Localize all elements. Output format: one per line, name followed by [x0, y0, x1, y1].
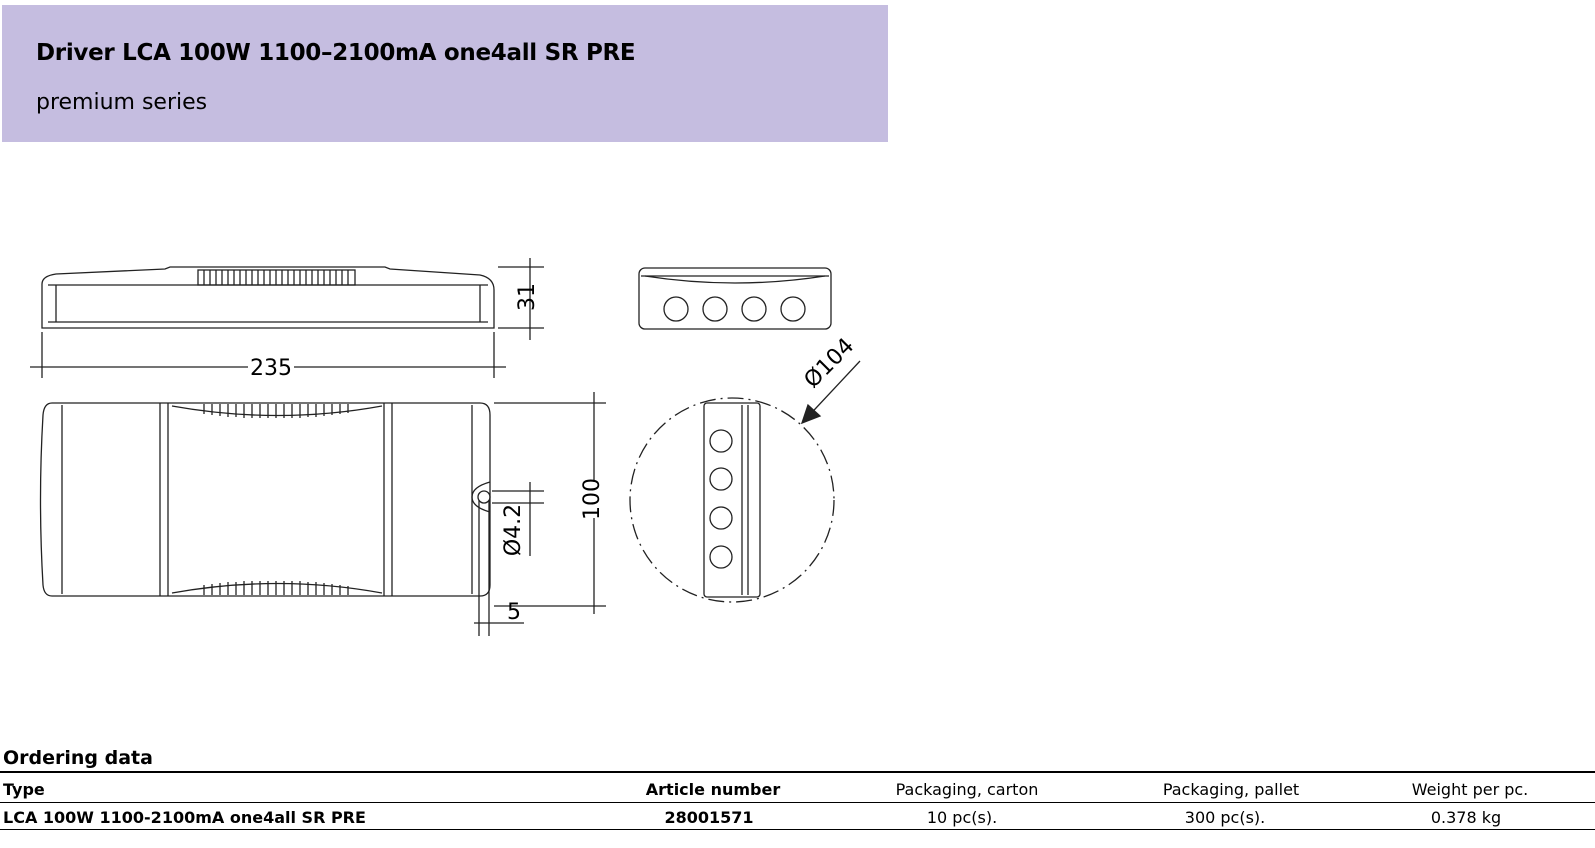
row-packaging-carton: 10 pc(s).	[926, 808, 998, 827]
dim-edge: 5	[507, 600, 521, 625]
product-title: Driver LCA 100W 1100–2100mA one4all SR P…	[36, 40, 636, 66]
column-header-type: Type	[3, 780, 45, 799]
column-header-weight: Weight per pc.	[1411, 780, 1529, 799]
table-header-rule	[0, 802, 1595, 803]
dim-height: 31	[515, 283, 540, 311]
product-series: premium series	[36, 90, 208, 115]
end-view	[638, 267, 832, 330]
ordering-data-heading: Ordering data	[3, 747, 153, 769]
column-header-packaging-pallet: Packaging, pallet	[1162, 780, 1300, 799]
row-weight: 0.378 kg	[1430, 808, 1502, 827]
side-vent-slots	[203, 270, 349, 285]
dim-circle-diameter: Ø104	[800, 334, 860, 394]
table-top-rule	[0, 771, 1595, 773]
dim-hole-diameter: Ø4.2	[501, 504, 526, 556]
table-bottom-rule	[0, 829, 1595, 830]
row-article-number: 28001571	[664, 808, 754, 827]
column-header-article-number: Article number	[645, 780, 781, 799]
dim-length: 235	[250, 356, 292, 381]
detail-circle-view	[629, 360, 861, 603]
row-packaging-pallet: 300 pc(s).	[1184, 808, 1266, 827]
column-header-packaging-carton: Packaging, carton	[895, 780, 1039, 799]
top-view	[39, 392, 606, 636]
row-type: LCA 100W 1100-2100mA one4all SR PRE	[3, 808, 366, 827]
top-vent-slots	[203, 404, 349, 595]
product-header-box	[2, 5, 888, 142]
dim-width: 100	[580, 478, 605, 520]
side-view	[30, 258, 544, 378]
